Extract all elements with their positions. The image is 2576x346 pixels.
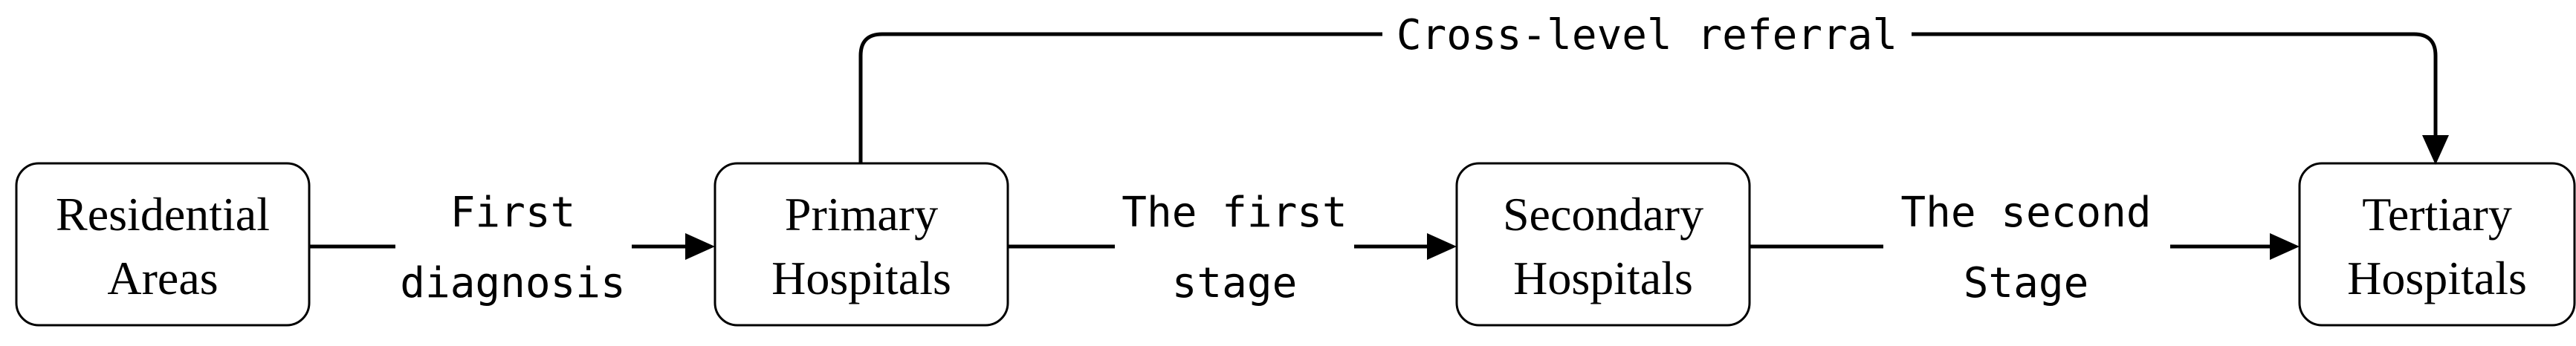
edge-first-stage-label-line1: The first	[1122, 189, 1347, 237]
edge-first-diagnosis-label-line1: First	[450, 189, 576, 237]
node-secondary-hospitals: Secondary Hospitals	[1455, 162, 1751, 327]
edge-second-stage: The second Stage	[1750, 189, 2300, 307]
edge-first-stage: The first stage	[1008, 189, 1457, 307]
edge-cross-level-referral-label: Cross-level referral	[1397, 11, 1897, 59]
edge-cross-level-referral: Cross-level referral	[858, 11, 2449, 165]
node-primary-hospitals: Primary Hospitals	[713, 162, 1009, 327]
edge-first-stage-arrowhead	[1427, 233, 1457, 260]
edge-second-stage-label-line1: The second	[1900, 189, 2151, 237]
node-tertiary-hospitals-line1: Tertiary	[2362, 188, 2512, 241]
edge-cross-level-referral-line-right	[1912, 32, 2438, 138]
edge-first-diagnosis-label-line2: diagnosis	[400, 259, 625, 307]
node-secondary-hospitals-box	[1455, 162, 1751, 327]
node-tertiary-hospitals-line2: Hospitals	[2347, 252, 2527, 304]
edge-cross-level-referral-line-left	[858, 32, 1382, 163]
edge-second-stage-arrowhead	[2270, 233, 2300, 260]
node-primary-hospitals-line1: Primary	[785, 188, 938, 241]
node-residential-areas-box	[15, 162, 311, 327]
edge-first-diagnosis-arrowhead	[685, 233, 715, 260]
edge-cross-level-referral-arrowhead	[2422, 135, 2449, 165]
edge-first-diagnosis: First diagnosis	[309, 189, 715, 307]
node-residential-areas-line2: Areas	[107, 252, 218, 304]
edge-first-stage-label-line2: stage	[1172, 259, 1298, 307]
node-primary-hospitals-line2: Hospitals	[771, 252, 951, 304]
node-tertiary-hospitals: Tertiary Hospitals	[2298, 162, 2576, 327]
node-secondary-hospitals-line1: Secondary	[1503, 188, 1703, 241]
node-residential-areas: Residential Areas	[15, 162, 311, 327]
node-secondary-hospitals-line2: Hospitals	[1513, 252, 1693, 304]
node-residential-areas-line1: Residential	[56, 188, 270, 241]
edge-second-stage-label-line2: Stage	[1964, 259, 2089, 307]
node-tertiary-hospitals-box	[2298, 162, 2576, 327]
